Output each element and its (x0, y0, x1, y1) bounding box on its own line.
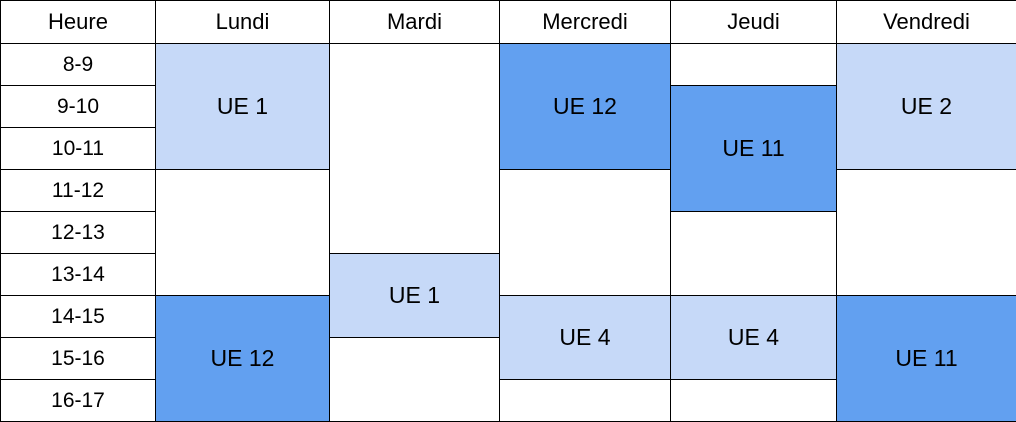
time-row: 12-13 (0, 211, 1016, 296)
course-block-monday-ue1: UE 1 (155, 43, 330, 170)
empty-cell (329, 43, 500, 254)
header-day-tuesday: Mardi (329, 0, 500, 44)
course-block-friday-ue2: UE 2 (836, 43, 1016, 170)
hour-cell: 11-12 (0, 169, 156, 212)
hour-cell: 15-16 (0, 337, 156, 380)
course-block-thursday-ue11: UE 11 (670, 85, 837, 212)
header-day-wednesday: Mercredi (499, 0, 671, 44)
header-day-friday: Vendredi (836, 0, 1016, 44)
hour-cell: 16-17 (0, 379, 156, 422)
header-day-monday: Lundi (155, 0, 330, 44)
empty-cell (836, 169, 1016, 296)
hour-cell: 14-15 (0, 295, 156, 338)
empty-cell (670, 43, 837, 86)
hour-cell: 8-9 (0, 43, 156, 86)
course-block-friday-ue11: UE 11 (836, 295, 1016, 422)
empty-cell (499, 169, 671, 296)
hour-cell: 13-14 (0, 253, 156, 296)
empty-cell (329, 337, 500, 422)
time-row: 16-17 (0, 379, 1016, 422)
empty-cell (155, 169, 330, 296)
hour-cell: 9-10 (0, 85, 156, 128)
time-row: 14-15 UE 12 UE 4 UE 4 UE 11 (0, 295, 1016, 422)
time-row: 10-11 (0, 127, 1016, 170)
time-row: 11-12 (0, 169, 1016, 296)
course-block-thursday-ue4: UE 4 (670, 295, 837, 380)
header-row: Heure Lundi Mardi Mercredi Jeudi Vendred… (0, 0, 1016, 44)
empty-cell (670, 211, 837, 296)
time-row: 8-9 UE 1 UE 12 UE 2 (0, 43, 1016, 254)
time-row: 15-16 (0, 337, 1016, 422)
empty-cell (670, 379, 837, 422)
header-hour: Heure (0, 0, 156, 44)
hour-cell: 12-13 (0, 211, 156, 254)
course-block-wednesday-ue4: UE 4 (499, 295, 671, 380)
time-row: 13-14 UE 1 (0, 253, 1016, 338)
hour-cell: 10-11 (0, 127, 156, 170)
time-row: 9-10 UE 11 (0, 85, 1016, 212)
empty-cell (499, 379, 671, 422)
header-day-thursday: Jeudi (670, 0, 837, 44)
course-block-monday-ue12: UE 12 (155, 295, 330, 422)
course-block-wednesday-ue12: UE 12 (499, 43, 671, 170)
course-block-tuesday-ue1: UE 1 (329, 253, 500, 338)
